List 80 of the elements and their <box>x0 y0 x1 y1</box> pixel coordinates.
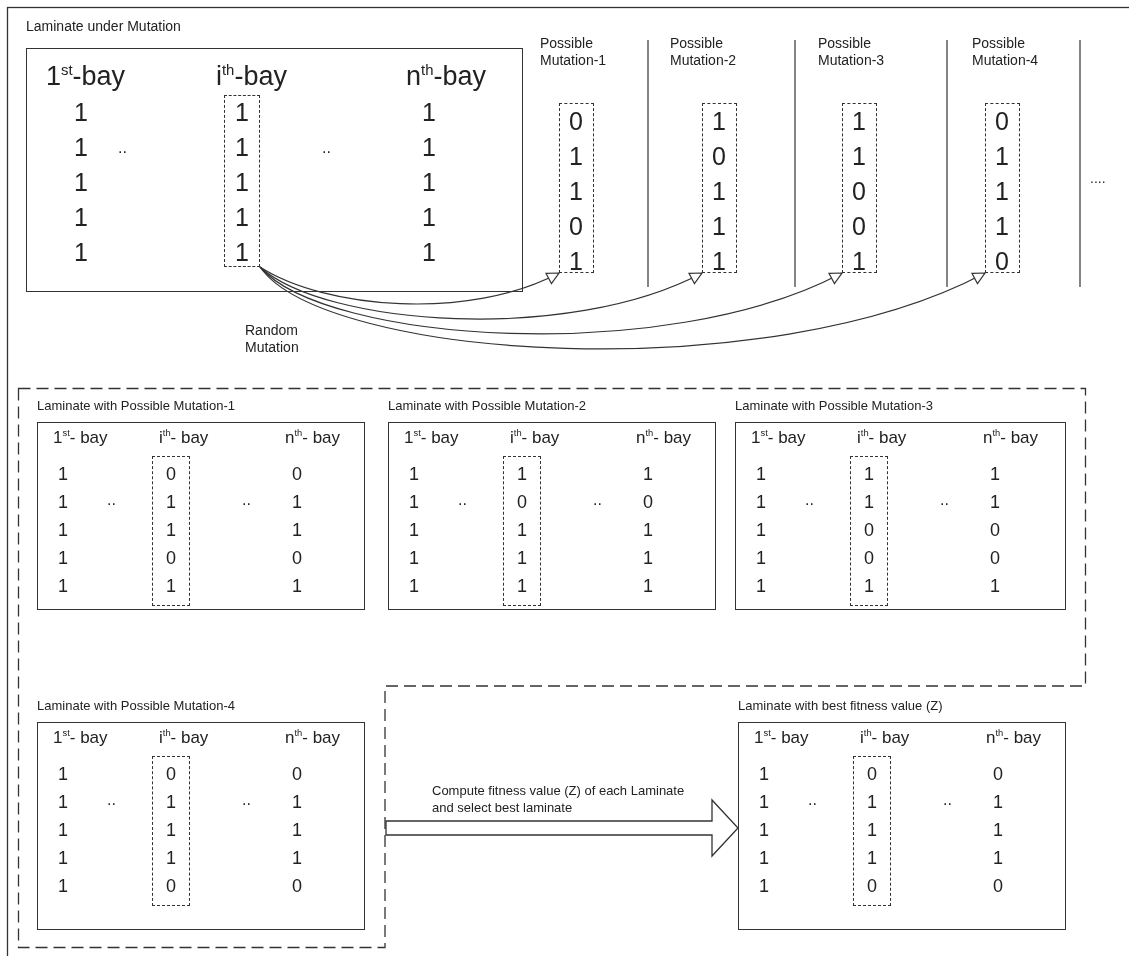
ellipsis: .. <box>593 490 602 510</box>
digit-column: 1 1 1 1 1 <box>51 760 75 900</box>
panel-title: Possible Mutation-2 <box>670 35 738 69</box>
digit-column: 1 1 1 1 1 <box>402 460 426 600</box>
ellipsis: .... <box>1090 170 1106 187</box>
column-header: i$^{th}$- bay <box>159 428 209 449</box>
selected-column <box>152 456 190 606</box>
digit-column: 0 1 1 1 0 <box>986 760 1010 900</box>
laminate-panel <box>388 398 716 610</box>
column-header: 1$^{st}$- bay <box>53 728 108 749</box>
ellipsis: .. <box>458 490 467 510</box>
column-header: n$^{th}$- bay <box>636 428 692 449</box>
digit-column: 1 1 1 1 1 <box>66 95 96 270</box>
laminate-panel <box>738 698 1066 930</box>
column-header: 1$^{st}$- bay <box>53 428 108 449</box>
panel-title: Possible Mutation-1 <box>540 35 608 69</box>
panel-title: Laminate under Mutation <box>26 18 181 35</box>
panel-title: Laminate with Possible Mutation-3 <box>735 398 933 414</box>
laminate-panel <box>735 398 1066 610</box>
digit-column: 0 1 1 1 0 <box>987 104 1017 279</box>
annotation-text: Random Mutation <box>245 322 300 356</box>
ellipsis: .. <box>940 490 949 510</box>
digit-column: 1 1 0 0 1 <box>983 460 1007 600</box>
ellipsis: .. <box>107 490 116 510</box>
ellipsis: .. <box>242 490 251 510</box>
digit-column: 1 1 0 0 1 <box>857 460 881 600</box>
curved-arrow <box>259 266 986 349</box>
digit-column: 1 1 1 1 1 <box>752 760 776 900</box>
panel-title: Possible Mutation-3 <box>818 35 886 69</box>
column-header: i$^{th}$- bay <box>510 428 560 449</box>
digit-column: 1 1 1 1 1 <box>414 95 444 270</box>
selected-column <box>152 756 190 906</box>
digit-column: 0 1 1 0 1 <box>159 460 183 600</box>
column-header: i$^{th}$- bay <box>860 728 910 749</box>
column-header: n$^{th}$- bay <box>285 428 341 449</box>
column-header: i$^{th}$- bay <box>159 728 209 749</box>
digit-column: 1 1 0 0 1 <box>844 104 874 279</box>
panel-title: Laminate with best fitness value (Z) <box>738 698 943 714</box>
block-arrow <box>385 798 739 858</box>
ellipsis: .. <box>805 490 814 510</box>
ellipsis: .. <box>322 138 331 158</box>
column-header: n$^{th}$- bay <box>983 428 1039 449</box>
digit-column: 0 1 1 1 0 <box>285 760 309 900</box>
digit-column: 0 1 1 1 0 <box>159 760 183 900</box>
digit-column: 1 0 1 1 1 <box>704 104 734 279</box>
ellipsis: .. <box>242 790 251 810</box>
column-header: n$^{th}$-bay <box>406 60 486 93</box>
dashed-group-outline <box>18 388 1086 948</box>
digit-column: 1 1 1 1 1 <box>227 95 257 270</box>
column-header: i$^{th}$-bay <box>216 60 287 93</box>
digit-column: 0 1 1 1 0 <box>860 760 884 900</box>
selected-column <box>503 456 541 606</box>
selected-column <box>853 756 891 906</box>
column-header: n$^{th}$- bay <box>986 728 1042 749</box>
laminate-panel <box>37 698 365 930</box>
panel-title: Laminate with Possible Mutation-1 <box>37 398 235 414</box>
column-header: 1$^{st}$- bay <box>754 728 809 749</box>
selected-column <box>850 456 888 606</box>
ellipsis: .. <box>107 790 116 810</box>
digit-column: 0 1 1 0 1 <box>561 104 591 279</box>
ellipsis: .. <box>808 790 817 810</box>
column-header: i$^{th}$- bay <box>857 428 907 449</box>
digit-column: 1 0 1 1 1 <box>636 460 660 600</box>
laminate-panel <box>26 18 523 292</box>
ellipsis: .. <box>943 790 952 810</box>
ellipsis: .. <box>118 138 127 158</box>
column-header: 1$^{st}$- bay <box>404 428 459 449</box>
column-header: 1$^{st}$-bay <box>46 60 126 93</box>
digit-column: 1 0 1 1 1 <box>510 460 534 600</box>
panel-title: Laminate with Possible Mutation-4 <box>37 698 235 714</box>
digit-column: 1 1 1 1 1 <box>51 460 75 600</box>
digit-column: 0 1 1 0 1 <box>285 460 309 600</box>
column-header: n$^{th}$- bay <box>285 728 341 749</box>
column-header: 1$^{st}$- bay <box>751 428 806 449</box>
laminate-panel <box>37 398 365 610</box>
panel-title: Laminate with Possible Mutation-2 <box>388 398 586 414</box>
edge-label: Compute fitness value (Z) of each Laminate and select best laminate <box>432 782 686 816</box>
panel-title: Possible Mutation-4 <box>972 35 1040 69</box>
curved-arrow <box>259 266 703 320</box>
digit-column: 1 1 1 1 1 <box>749 460 773 600</box>
